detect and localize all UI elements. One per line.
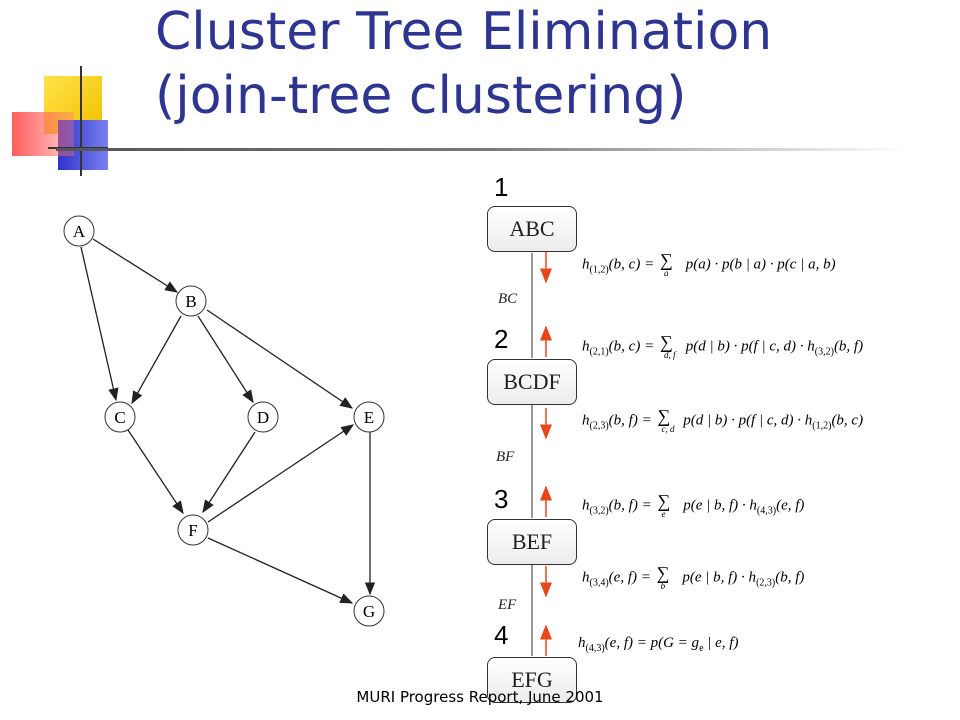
message-formula-2-1: h(2,1)(b, c) = ∑d, f p(d | b) · p(f | c,… [582,332,864,360]
cluster-label: ABC [509,216,555,241]
title-underline [56,148,906,151]
message-formula-1-2: h(1,2)(b, c) = ∑a p(a) · p(b | a) · p(c … [582,250,836,278]
svg-text:B: B [185,292,196,311]
separator-bf: BF [496,449,515,465]
node-b: B [175,285,207,317]
edge-a-b [92,238,179,293]
slide-footer: MURI Progress Report, June 2001 [356,688,604,706]
cluster-label: BCDF [503,369,561,394]
cluster-number-1: 1 [494,172,509,202]
svg-text:C: C [114,408,125,427]
edge-c-f [127,429,184,515]
node-c: C [104,401,136,433]
edge-f-e [207,424,355,523]
separator-ef: EF [498,597,517,613]
cluster-label: EFG [511,667,553,692]
cluster-efg: EFG [487,657,577,703]
node-e: E [353,401,385,433]
edge-a-c [80,246,119,402]
edge-b-d [197,315,254,404]
deco-vertical-line [80,66,82,176]
cluster-number-3: 3 [494,484,509,514]
title-line-1: Cluster Tree Elimination [155,2,773,62]
message-formula-2-3: h(2,3)(b, f) = ∑c, d p(d | b) · p(f | c,… [582,406,864,434]
svg-text:D: D [257,408,269,427]
edge-b-c [131,315,182,405]
svg-text:E: E [364,408,374,427]
separator-bc: BC [498,291,518,307]
svg-text:G: G [363,602,375,621]
cluster-label: BEF [511,529,553,554]
cluster-number-2: 2 [494,324,509,354]
node-f: F [177,514,209,546]
cluster-abc: ABC [487,206,577,252]
message-formula-4-3: h(4,3)(e, f) = p(G = ge | e, f) [578,635,739,654]
slide-title: Cluster Tree Elimination (join-tree clus… [155,0,772,128]
svg-text:F: F [188,521,197,540]
title-line-2: (join-tree clustering) [155,66,687,126]
cluster-bef: BEF [487,519,577,565]
message-formula-3-2: h(3,2)(b, f) = ∑e p(e | b, f) · h(4,3)(e… [582,491,805,519]
node-a: A [63,215,95,247]
cluster-number-4: 4 [494,620,509,650]
node-g: G [353,595,385,627]
svg-text:A: A [73,222,86,241]
cluster-bcdf: BCDF [487,359,577,405]
message-formula-3-4: h(3,4)(e, f) = ∑b p(e | b, f) · h(2,3)(b… [582,563,805,591]
edge-d-f [202,431,256,514]
edge-b-e [206,309,354,409]
node-d: D [247,401,279,433]
edge-f-g [207,537,354,604]
